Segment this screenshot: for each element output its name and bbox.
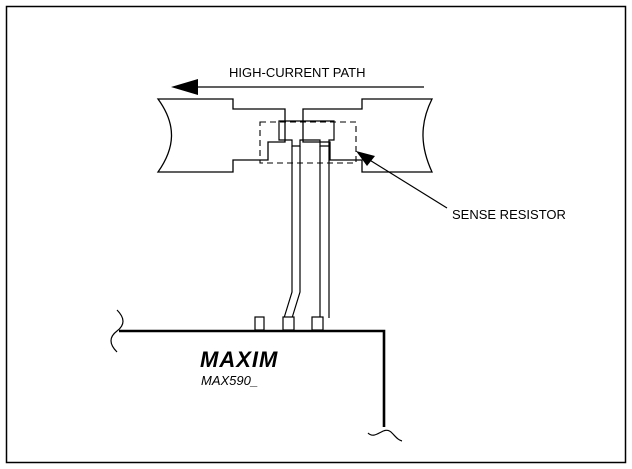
part-number-label: MAX590_ (201, 373, 258, 388)
left-power-trace (156, 98, 286, 173)
ic-pin-2 (282, 316, 295, 331)
ic-pin-1 (254, 316, 265, 331)
sense-resistor-leader (367, 158, 448, 209)
sense-resistor-outline (259, 121, 357, 164)
sense-resistor-label: SENSE RESISTOR (452, 207, 566, 222)
right-power-trace (302, 98, 434, 173)
sense-trace-left (283, 146, 301, 319)
maxim-logo: MAXIM (200, 347, 278, 372)
high-current-path-label: HIGH-CURRENT PATH (229, 65, 366, 80)
kelvin-sense-pad (278, 120, 335, 147)
ic-body-top-edge (119, 329, 386, 427)
high-current-arrowhead (171, 79, 198, 95)
sense-resistor-arrowhead (356, 151, 375, 166)
ic-break-bottom (367, 429, 403, 442)
sense-trace-right (319, 146, 330, 318)
ic-pin-3 (311, 316, 324, 331)
diagram-frame (5, 5, 627, 464)
ic-break-left (110, 309, 124, 353)
